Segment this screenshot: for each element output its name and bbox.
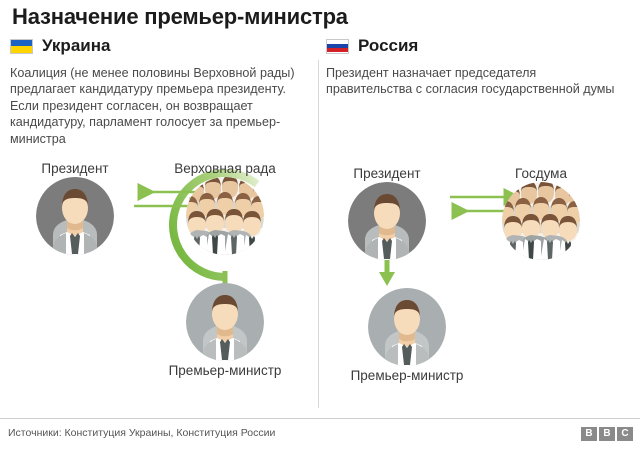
source-note: Источники: Конституция Украины, Конститу…	[8, 427, 276, 439]
prime-minister-avatar-icon	[368, 287, 446, 366]
arrow-president-to-pm-head	[379, 271, 395, 286]
country-name-russia: Россия	[358, 36, 419, 55]
bbc-logo-letter-2: B	[599, 427, 615, 441]
node-president-russia: Президент	[332, 166, 442, 260]
country-heading-ukraine: Украина	[10, 34, 318, 58]
node-president-ukraine: Президент	[20, 161, 130, 256]
avatar-duma-russia	[502, 181, 580, 260]
node-duma-russia: Госдума	[476, 166, 606, 260]
prime-minister-avatar-icon	[186, 283, 264, 362]
description-ukraine: Коалиция (не менее половины Верховной ра…	[10, 66, 295, 146]
russia-flag-icon	[326, 38, 349, 54]
description-russia: Президент назначает председателя правите…	[326, 66, 615, 97]
node-label-president-russia: Президент	[353, 165, 421, 181]
avatar-president-russia	[348, 181, 426, 260]
diagram-ukraine: Президент Верховная рада	[10, 155, 318, 405]
avatar-rada-ukraine	[186, 177, 264, 256]
parliament-crowd-icon	[186, 177, 264, 256]
page-title: Назначение премьер-министра	[12, 4, 348, 29]
parliament-crowd-icon	[502, 181, 580, 260]
panel-ukraine: Украина Коалиция (не менее половины Верх…	[10, 34, 318, 414]
node-label-rada-ukraine: Верховная рада	[174, 161, 276, 177]
avatar-pm-ukraine	[186, 283, 264, 362]
node-rada-ukraine: Верховная рада	[160, 161, 290, 256]
bbc-logo-letter-3: C	[617, 427, 633, 441]
node-pm-ukraine: Премьер-министр	[160, 283, 290, 379]
country-heading-russia: Россия	[326, 34, 634, 58]
footer-divider	[0, 418, 640, 419]
node-label-president-ukraine: Президент	[41, 161, 109, 177]
node-label-duma-russia: Госдума	[515, 165, 567, 181]
country-name-ukraine: Украина	[42, 36, 111, 55]
president-avatar-icon	[36, 177, 114, 256]
diagram-russia: Президент Госдума	[326, 160, 634, 410]
column-divider	[318, 60, 319, 408]
avatar-president-ukraine	[36, 177, 114, 256]
avatar-pm-russia	[368, 287, 446, 366]
bbc-logo-letter-1: B	[581, 427, 597, 441]
node-label-pm-ukraine: Премьер-министр	[168, 363, 282, 379]
ukraine-flag-icon	[10, 38, 33, 54]
bbc-logo: B B C	[581, 427, 633, 441]
node-pm-russia: Премьер-министр	[332, 287, 482, 384]
node-label-pm-russia: Премьер-министр	[350, 367, 464, 383]
president-avatar-icon	[348, 181, 426, 260]
panel-russia: Россия Президент назначает председателя …	[326, 34, 634, 414]
